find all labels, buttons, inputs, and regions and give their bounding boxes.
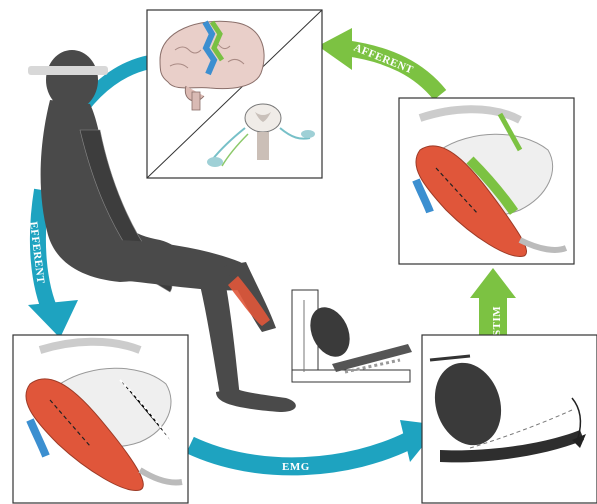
stim-arrowhead: [470, 268, 516, 298]
emg-label: EMG: [282, 461, 310, 473]
headband-electrode: [28, 66, 108, 75]
efferent-arrowhead: [28, 300, 78, 338]
stim-label: STIM: [491, 306, 503, 336]
afferent-arrowhead: [318, 28, 352, 70]
foot-pedal-device: [292, 290, 412, 382]
muscle-panel-stim: [399, 98, 574, 264]
muscle-panel-emg: [13, 335, 188, 503]
brain-spinal-panel: [147, 10, 322, 178]
ankle-panel: [422, 335, 597, 503]
